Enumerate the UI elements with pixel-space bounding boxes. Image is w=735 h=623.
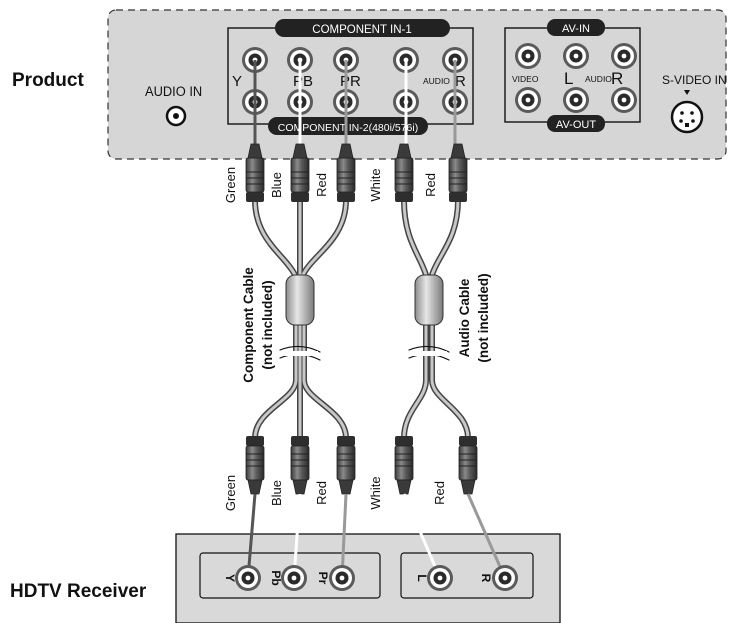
receiver-pb-jack bbox=[281, 565, 307, 591]
bottom-plug-pins bbox=[246, 493, 507, 579]
bottom-plug-green bbox=[245, 435, 265, 495]
plug-color-label: Red bbox=[314, 173, 329, 197]
plug-color-label: Red bbox=[423, 173, 438, 197]
audio-cable bbox=[401, 197, 471, 441]
av-out-r-jack bbox=[611, 87, 637, 113]
receiver-component-frame bbox=[199, 552, 381, 599]
bottom-plug-white bbox=[394, 435, 414, 495]
av-in-l-jack bbox=[563, 43, 589, 69]
av-out-video-jack bbox=[515, 87, 541, 113]
audio-in-jack bbox=[165, 105, 187, 127]
component-in-2-bar bbox=[268, 117, 428, 135]
bottom-plug-red-audio bbox=[458, 435, 478, 495]
receiver-pb-label: Pb bbox=[269, 570, 283, 585]
receiver-l-jack bbox=[427, 565, 453, 591]
av-out-label: AV-OUT bbox=[556, 119, 596, 131]
audio-cable-label: Audio Cable bbox=[457, 278, 472, 357]
av-video-label: VIDEO bbox=[512, 74, 539, 84]
top-color-labels: Green Blue Red White Red bbox=[223, 167, 438, 203]
receiver-pr-jack bbox=[329, 565, 355, 591]
audio-in-label: AUDIO IN bbox=[145, 84, 202, 100]
top-plug-pins bbox=[253, 60, 457, 145]
s-video-in-label: S-VIDEO IN bbox=[662, 73, 727, 87]
hdtv-receiver-label: HDTV Receiver bbox=[10, 581, 147, 602]
av-in-label: AV-IN bbox=[562, 23, 590, 35]
component-cable bbox=[252, 197, 349, 441]
receiver-r-label: R bbox=[479, 574, 493, 583]
av-out-l-jack bbox=[563, 87, 589, 113]
plug-color-label: Red bbox=[314, 481, 329, 505]
plug-color-label: Red bbox=[432, 481, 447, 505]
component-cable-note: (not included) bbox=[260, 280, 275, 369]
av-r-label: R bbox=[611, 69, 623, 88]
av-audio-label: AUDIO bbox=[585, 74, 612, 84]
component-cable-label: Component Cable bbox=[241, 267, 256, 383]
audio-cable-note: (not included) bbox=[476, 273, 491, 362]
av-out-bar bbox=[547, 115, 605, 132]
receiver-r-jack bbox=[492, 565, 518, 591]
av-l-label: L bbox=[564, 69, 573, 88]
component-audio-label: AUDIO bbox=[423, 76, 450, 86]
s-video-arrow-icon bbox=[684, 90, 690, 95]
port-y-label: Y bbox=[232, 73, 242, 90]
av-in-bar bbox=[547, 19, 605, 36]
port-pb-label: PB bbox=[293, 73, 313, 90]
receiver-l-label: L bbox=[415, 574, 429, 581]
plug-color-label: White bbox=[368, 168, 383, 201]
product-label: Product bbox=[12, 70, 84, 91]
component-audio-r-label: R bbox=[455, 73, 466, 90]
plug-color-label: Green bbox=[223, 167, 238, 203]
receiver-pr-label: Pr bbox=[316, 572, 330, 585]
plug-color-label: Blue bbox=[269, 480, 284, 506]
s-video-jack-icon bbox=[670, 100, 704, 134]
receiver-y-jack bbox=[235, 565, 261, 591]
plug-color-label: White bbox=[368, 476, 383, 509]
receiver-audio-frame bbox=[400, 552, 534, 599]
bottom-color-labels: Green Blue Red White Red bbox=[223, 475, 447, 511]
bottom-plug-blue bbox=[290, 435, 310, 495]
plug-color-label: Green bbox=[223, 475, 238, 511]
av-in-r-jack bbox=[611, 43, 637, 69]
component-in-1-bar bbox=[275, 19, 450, 37]
component-in-2-label: COMPONENT IN-2(480i/576i) bbox=[278, 122, 418, 134]
av-in-video-jack bbox=[515, 43, 541, 69]
bottom-plug-red bbox=[336, 435, 356, 495]
plug-color-label: Blue bbox=[269, 172, 284, 198]
port-pr-label: PR bbox=[340, 73, 361, 90]
receiver-y-label: Y bbox=[223, 574, 237, 582]
component-in-1-label: COMPONENT IN-1 bbox=[312, 24, 411, 36]
